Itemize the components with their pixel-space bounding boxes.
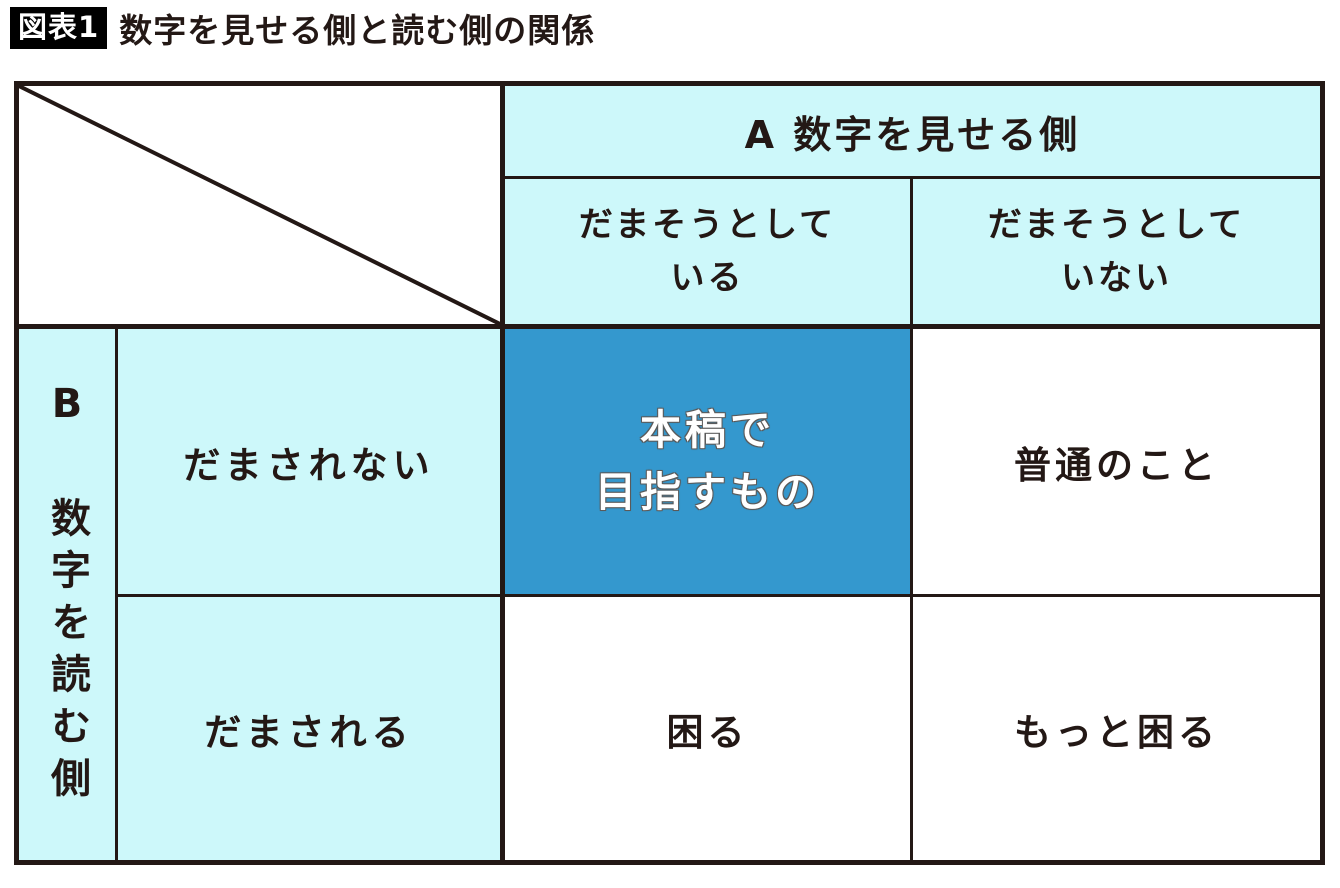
- corner-cell: [19, 86, 500, 324]
- cell-troubled: 困る: [500, 594, 910, 860]
- row-header-not-deceived: だまされない: [115, 324, 500, 594]
- diagonal-line: [19, 86, 500, 324]
- column-header-not-deceiving-text: だまそうとして いない: [987, 204, 1246, 298]
- column-header-not-deceiving: だまそうとして いない: [910, 176, 1320, 324]
- cell-normal-thing: 普通のこと: [910, 324, 1320, 594]
- column-header-deceiving: だまそうとして いる: [500, 176, 910, 324]
- cell-more-troubled: もっと困る: [910, 594, 1320, 860]
- cell-target-highlight-text: 本稿で 目指すもの: [595, 406, 820, 516]
- cell-target-highlight: 本稿で 目指すもの: [500, 324, 910, 594]
- column-axis-header: A 数字を見せる側: [500, 86, 1320, 176]
- row-axis-header: B 数字を読む側: [19, 324, 115, 860]
- row-header-deceived: だまされる: [115, 594, 500, 860]
- figure-title: 図表1 数字を見せる側と読む側の関係: [10, 4, 595, 52]
- figure-title-text: 数字を見せる側と読む側の関係: [119, 11, 596, 50]
- figure-number-badge: 図表1: [10, 7, 108, 49]
- column-header-deceiving-text: だまそうとして いる: [578, 204, 837, 298]
- relationship-matrix: A 数字を見せる側 だまそうとして いる だまそうとして いない B 数字を読む…: [14, 81, 1325, 865]
